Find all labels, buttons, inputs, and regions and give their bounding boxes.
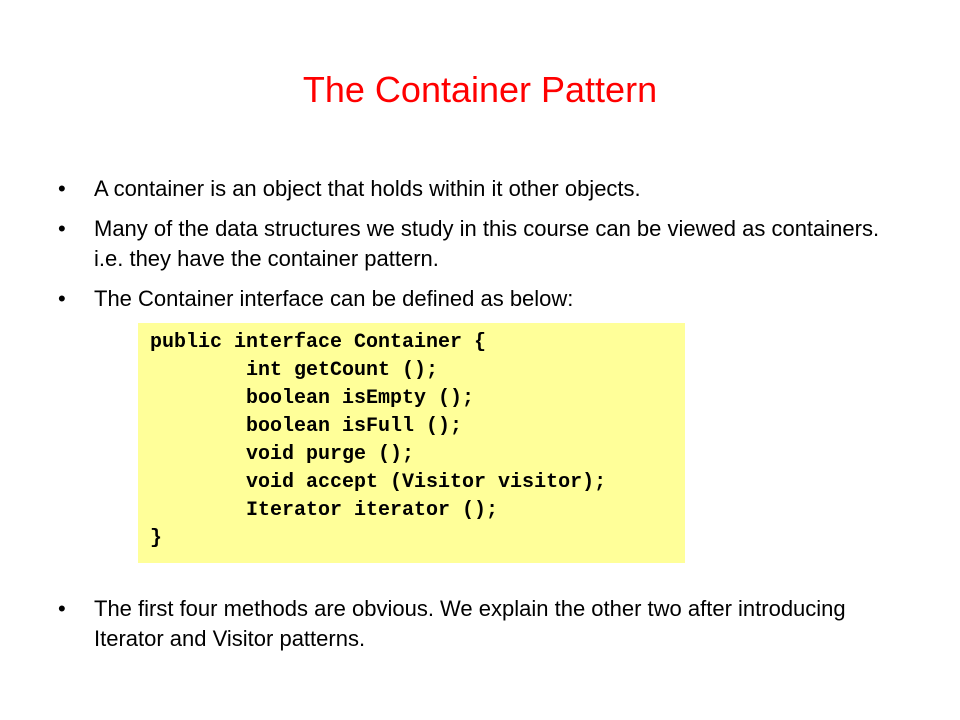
bullet-text: The Container interface can be defined a… [94,286,574,311]
slide-title: The Container Pattern [302,69,658,110]
code-line: public interface Container { [150,331,487,354]
code-line: Iterator iterator (); [150,499,499,522]
bullet-item-data-structures: • Many of the data structures we study i… [58,214,888,274]
bullet-text: The first four methods are obvious. We e… [94,596,846,651]
code-line: void accept (Visitor visitor); [150,471,607,494]
bullet-dot: • [58,286,66,311]
code-line: } [150,527,163,550]
bullet-dot: • [58,596,66,621]
bullet-item-interface-intro: • The Container interface can be defined… [58,284,888,314]
code-line: int getCount (); [150,359,439,382]
bullet-item-methods-explanation: • The first four methods are obvious. We… [58,594,888,654]
bullet-text: A container is an object that holds with… [94,176,641,201]
bullet-text: Many of the data structures we study in … [94,216,880,271]
code-block: public interface Container { int getCoun… [138,323,685,563]
code-line: void purge (); [150,443,415,466]
code-line: boolean isEmpty (); [150,387,475,410]
bullet-dot: • [58,216,66,241]
bullet-dot: • [58,176,66,201]
code-line: boolean isFull (); [150,415,463,438]
bullet-item-container-definition: • A container is an object that holds wi… [58,174,888,204]
